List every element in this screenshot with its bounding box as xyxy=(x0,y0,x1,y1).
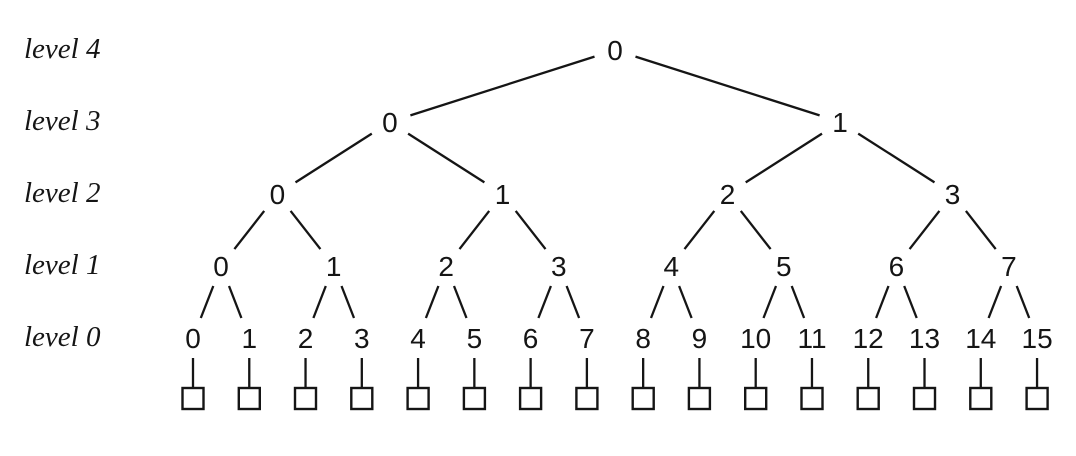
leaf-square xyxy=(406,386,430,411)
tree-node-label: 6 xyxy=(523,323,539,354)
tree-node-label: 4 xyxy=(410,323,426,354)
tree-node-label: 12 xyxy=(853,323,884,354)
leaf-square xyxy=(462,386,487,411)
level-label-3: level 3 xyxy=(24,104,101,137)
tree-edge xyxy=(964,210,997,250)
tree-edge xyxy=(452,285,468,319)
tree-node-label: 7 xyxy=(579,323,595,354)
tree-node-label: 1 xyxy=(326,251,342,282)
tree-node-label: 11 xyxy=(797,323,826,354)
tree-edge xyxy=(227,285,243,319)
tree-edge xyxy=(312,285,327,319)
tree-edge xyxy=(199,285,215,319)
tree-edge xyxy=(762,285,778,319)
tree-node-label: 10 xyxy=(740,323,771,354)
leaf-square xyxy=(800,386,824,411)
tree-edge xyxy=(678,285,693,319)
tree-edge xyxy=(537,285,552,319)
tree-node-label: 1 xyxy=(832,107,848,138)
tree-node-label: 6 xyxy=(889,251,905,282)
leaf-square xyxy=(744,386,768,411)
tree-node-label: 2 xyxy=(438,251,454,282)
tree-node-label: 8 xyxy=(635,323,651,354)
tree-edge xyxy=(857,132,936,184)
leaf-square xyxy=(575,386,599,411)
tree-node-label: 14 xyxy=(965,323,996,354)
tree-node-label: 3 xyxy=(945,179,961,210)
tree-edge xyxy=(739,210,772,250)
tree-edge xyxy=(745,132,823,184)
tree-node-label: 2 xyxy=(720,179,736,210)
leaf-square xyxy=(856,386,880,411)
tree-edge xyxy=(424,285,440,319)
tree-edge xyxy=(908,210,941,250)
tree-node-label: 1 xyxy=(242,323,258,354)
leaf-square xyxy=(687,386,712,411)
tree-node-label: 13 xyxy=(909,323,940,354)
tree-edge xyxy=(407,132,486,184)
tree-node-label: 2 xyxy=(298,323,314,354)
leaf-square xyxy=(350,386,374,411)
leaf-square xyxy=(912,386,937,411)
leaf-square xyxy=(237,386,262,411)
tree-node-label: 9 xyxy=(692,323,708,354)
tree-node-label: 1 xyxy=(495,179,511,210)
tree-edge xyxy=(903,285,918,319)
tree-node-label: 0 xyxy=(382,107,398,138)
tree-edge xyxy=(410,55,595,117)
tree-edge xyxy=(635,55,820,117)
leaf-square xyxy=(1025,386,1049,411)
tree-node-label: 3 xyxy=(551,251,567,282)
tree-node-label: 0 xyxy=(185,323,201,354)
level-label-4: level 4 xyxy=(24,32,101,65)
tree-node-label: 0 xyxy=(270,179,286,210)
leaf-square xyxy=(181,386,205,411)
tree-edge xyxy=(875,285,890,319)
tree-edge xyxy=(233,210,266,250)
tree-edge xyxy=(294,132,373,184)
tree-node-label: 0 xyxy=(607,35,623,66)
level-label-2: level 2 xyxy=(24,176,101,209)
tree-edge xyxy=(987,285,1003,319)
tree-edge xyxy=(1015,285,1031,319)
tree-node-label: 15 xyxy=(1022,323,1053,354)
tree-edge xyxy=(289,210,322,250)
tree-edge xyxy=(514,210,547,250)
leaf-square xyxy=(518,386,543,411)
leaf-square xyxy=(969,386,993,411)
level-label-1: level 1 xyxy=(24,248,101,281)
tree-edge xyxy=(458,210,491,250)
leaf-square xyxy=(293,386,318,411)
tree-edge xyxy=(340,285,356,319)
tree-node-label: 4 xyxy=(664,251,680,282)
tree-node-label: 0 xyxy=(213,251,229,282)
tree-edge xyxy=(565,285,581,319)
level-label-0: level 0 xyxy=(24,320,101,353)
leaf-square xyxy=(631,386,655,411)
tree-edge xyxy=(649,285,665,319)
tree-node-label: 7 xyxy=(1001,251,1017,282)
tree-node-label: 5 xyxy=(467,323,483,354)
tree-node-label: 3 xyxy=(354,323,370,354)
tree-node-label: 5 xyxy=(776,251,792,282)
tree-edge xyxy=(790,285,806,319)
tree-edge xyxy=(683,210,716,250)
